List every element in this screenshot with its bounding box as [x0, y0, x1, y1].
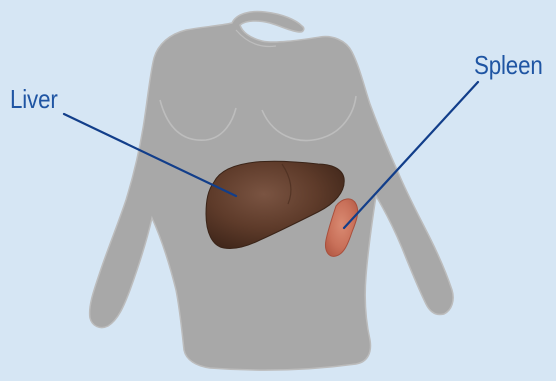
liver-label: Liver [10, 84, 58, 115]
spleen-label: Spleen [474, 50, 543, 81]
